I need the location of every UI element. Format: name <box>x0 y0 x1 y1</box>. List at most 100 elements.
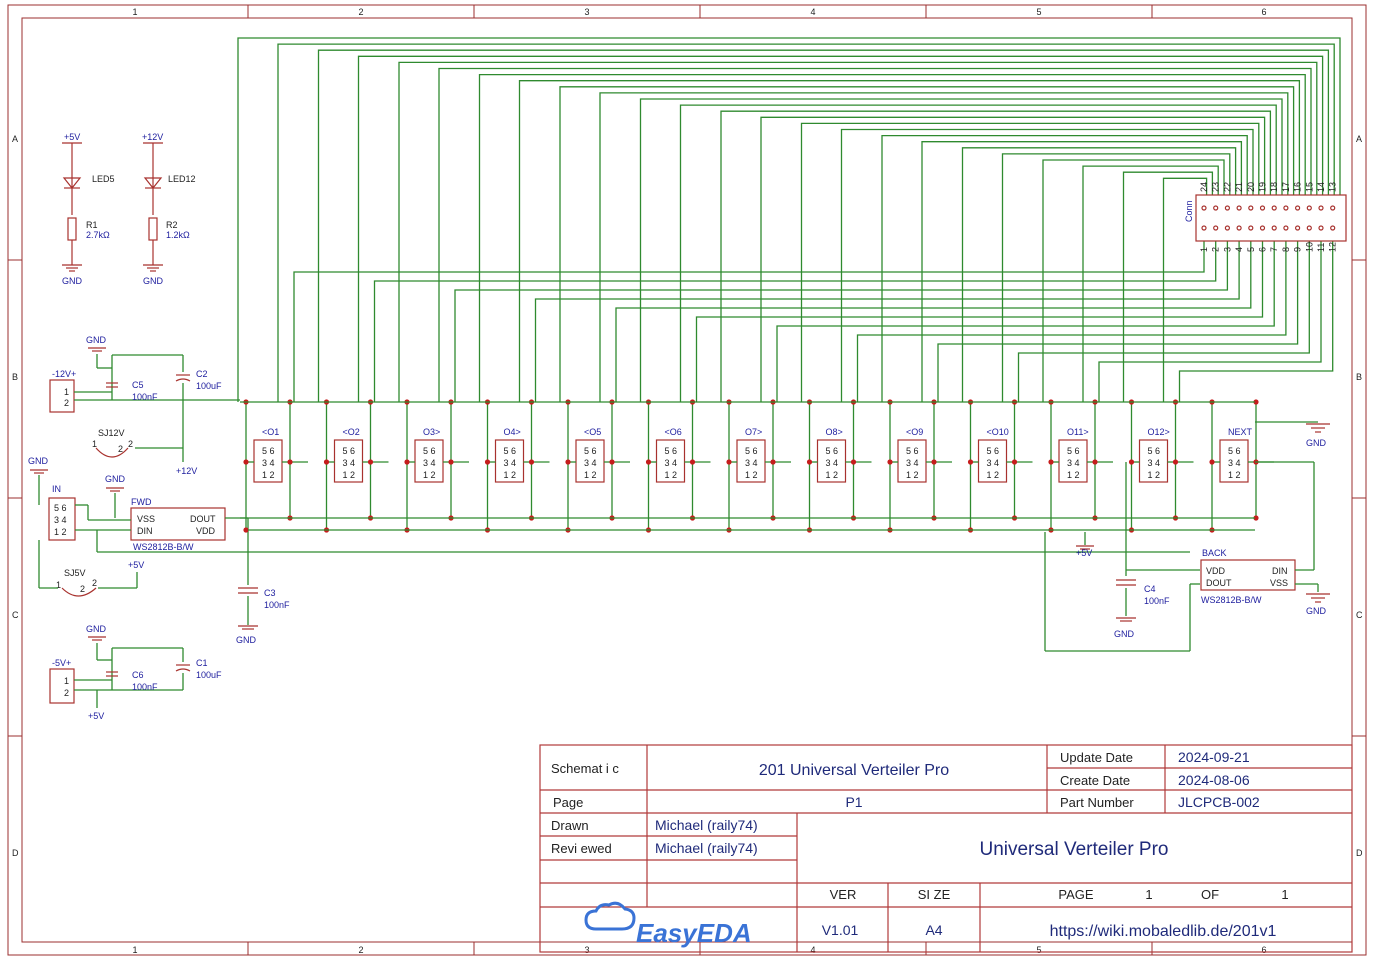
output-connector-label: NEXT <box>1228 427 1253 437</box>
bundle-wire <box>679 104 1277 402</box>
bundle-wire <box>518 80 1301 402</box>
gnd-label: GND <box>143 276 164 286</box>
connector-body <box>1138 439 1169 483</box>
c6-ref: C6 <box>132 670 144 680</box>
connector-pin-numbers: 5 6 <box>343 446 356 456</box>
back-label: BACK <box>1202 548 1227 558</box>
frame-col-label: 3 <box>584 7 589 17</box>
junction-dot <box>1048 459 1054 465</box>
connector-pin-numbers: 1 2 <box>584 470 597 480</box>
sj5-ref: SJ5V <box>64 568 86 578</box>
header-pin-number: 22 <box>1222 182 1232 192</box>
header-pin <box>1236 205 1242 211</box>
fwd-din: DIN <box>137 526 153 536</box>
tb-update-value: 2024-09-21 <box>1178 749 1250 765</box>
connector-body <box>253 439 283 483</box>
fwd-dout: DOUT <box>190 514 216 524</box>
header-pin <box>1271 225 1277 231</box>
header-pin <box>1294 205 1301 211</box>
header-pin-number: 7 <box>1269 247 1279 252</box>
frame-row-label: A <box>1356 134 1362 144</box>
header-pin <box>1213 205 1219 211</box>
header-pin-number: 8 <box>1281 247 1291 252</box>
fwd-vss: VSS <box>137 514 155 524</box>
return-wire <box>695 241 1264 402</box>
title-block: Schemat i c 201 Universal Verteiler Pro … <box>539 744 1353 953</box>
header-pin <box>1248 205 1254 211</box>
output-connector-label: O8> <box>826 427 843 437</box>
connector-pin-numbers: 5 6 <box>1148 446 1161 456</box>
tb-part-label: Part Number <box>1060 795 1134 810</box>
bundle-wire <box>237 37 1341 402</box>
tb-reviewed-value: Michael (raily74) <box>655 840 758 856</box>
connector-pin-numbers: 3 4 <box>1148 458 1161 468</box>
header-pin <box>1271 205 1277 211</box>
header-pin-number: 5 <box>1246 247 1256 252</box>
led5-ref: LED5 <box>92 174 115 184</box>
connector-pin-numbers: 3 4 <box>343 458 356 468</box>
c4-ref: C4 <box>1144 584 1156 594</box>
connector-pin-numbers: 1 2 <box>343 470 356 480</box>
frame-row-label: D <box>12 848 19 858</box>
header-pin-number: 14 <box>1316 182 1326 192</box>
bundle-wire <box>720 110 1272 402</box>
header-pin <box>1201 205 1207 211</box>
header-pin-number: 18 <box>1269 182 1279 192</box>
header-pin-number: 17 <box>1281 182 1291 192</box>
connector-pin-numbers: 3 4 <box>423 458 436 468</box>
bundle-wire <box>317 49 1330 402</box>
header-pin-number: 2 <box>1211 247 1221 252</box>
bundle-wire <box>398 61 1318 402</box>
connector-pin-numbers: 3 4 <box>262 458 275 468</box>
connector-pin-numbers: 3 4 <box>906 458 919 468</box>
header-pin <box>1330 225 1336 231</box>
fwd-vdd: VDD <box>196 526 216 536</box>
frame-row-label: C <box>1356 610 1363 620</box>
connector-pin-numbers: 5 6 <box>906 446 919 456</box>
tb-update-label: Update Date <box>1060 750 1133 765</box>
easyeda-logo: EasyEDA <box>584 901 752 948</box>
output-connector-label: <O6 <box>665 427 682 437</box>
header-connector: Conn 24123222321420519618717816915101411… <box>1184 182 1347 252</box>
connector-body <box>897 439 927 483</box>
connector-pin-numbers: 3 4 <box>665 458 678 468</box>
header-pin <box>1248 225 1254 231</box>
connector-body <box>655 439 686 483</box>
output-connector: O12>5 63 41 2 <box>1128 399 1194 533</box>
junction-dot <box>287 459 293 465</box>
frame-row-label: B <box>1356 372 1362 382</box>
c5-value: 100nF <box>132 392 158 402</box>
return-wire <box>1017 241 1310 402</box>
frame-col-label: 2 <box>358 7 363 17</box>
header-pin-number: 12 <box>1328 242 1338 252</box>
connector-body <box>1219 439 1249 483</box>
frame-row-label: D <box>1356 848 1363 858</box>
frame-col-label: 5 <box>1036 7 1041 17</box>
svg-text:1: 1 <box>64 676 69 686</box>
svg-text:2: 2 <box>118 444 123 454</box>
header-pin-number: 16 <box>1293 182 1303 192</box>
output-connector: O7>5 63 41 2 <box>726 399 791 533</box>
output-connector-label: O11> <box>1067 427 1089 437</box>
gnd-label: GND <box>86 335 107 345</box>
led-indicators: +5V LED5 R1 2.7kΩ GND +12V LED12 R2 1.2k… <box>62 132 196 286</box>
gnd-label: GND <box>86 624 107 634</box>
output-connector-label: O4> <box>504 427 521 437</box>
junction-dot <box>806 459 813 465</box>
gnd-label: GND <box>236 635 257 645</box>
frame-col-label: 4 <box>810 945 815 955</box>
tb-of-label: OF <box>1201 887 1219 902</box>
connector-pin-numbers: 3 4 <box>987 458 1000 468</box>
m5-label: -5V+ <box>52 658 71 668</box>
tb-create-label: Create Date <box>1060 773 1130 788</box>
bundle-wire <box>277 43 1335 402</box>
c6-value: 100nF <box>132 682 158 692</box>
header-pin-number: 21 <box>1234 182 1244 192</box>
gnd-label: GND <box>1306 438 1327 448</box>
frame-col-label: 6 <box>1261 945 1266 955</box>
header-pin <box>1259 225 1266 231</box>
r2-ref: R2 <box>166 220 178 230</box>
return-wire <box>293 241 1205 402</box>
junction-dot <box>645 459 652 465</box>
